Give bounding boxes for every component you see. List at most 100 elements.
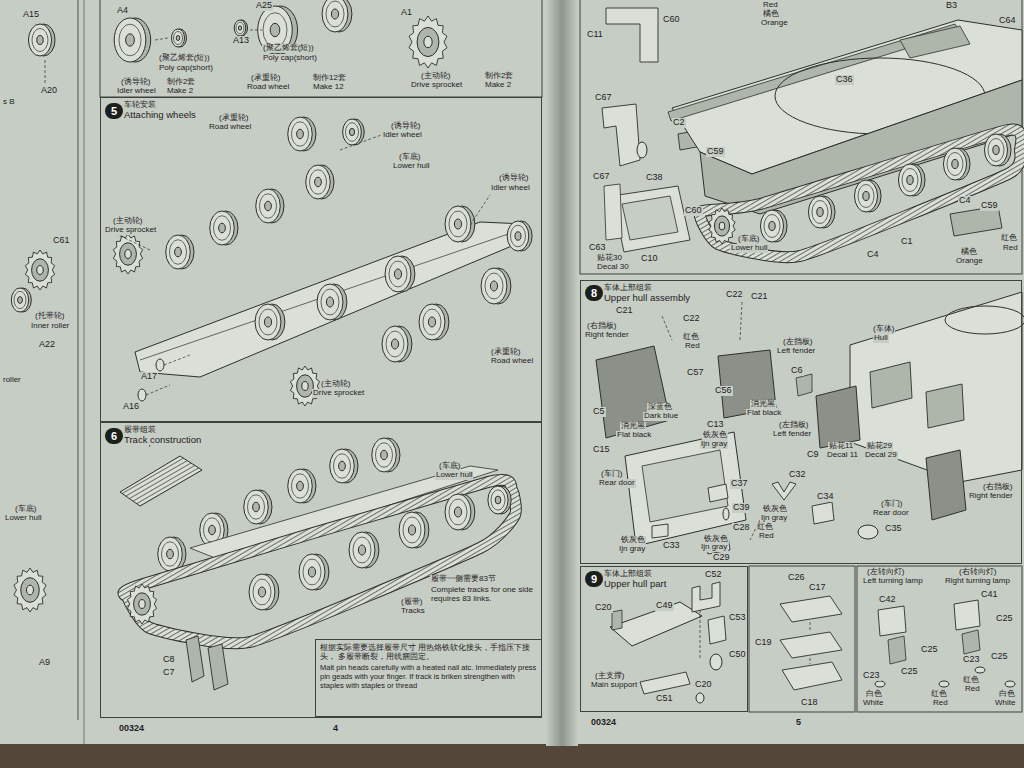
step-number: 6 bbox=[105, 428, 123, 444]
part-label: Drive sprocket bbox=[410, 81, 463, 90]
part-label: Left fender bbox=[776, 347, 816, 356]
part-number: C64 bbox=[998, 16, 1017, 26]
part-label: (承重轮) bbox=[250, 74, 281, 83]
part-number: C59 bbox=[980, 201, 999, 211]
part-label: Red bbox=[964, 685, 981, 694]
part-number: C7 bbox=[162, 668, 176, 678]
step-number-text: 6 bbox=[105, 428, 123, 444]
step-heading-cn: 履带组装 bbox=[123, 426, 157, 435]
part-number: A20 bbox=[40, 86, 58, 96]
part-label: 红色 bbox=[682, 333, 700, 342]
part-label: Ijn gray bbox=[700, 543, 728, 552]
part-label: Orange bbox=[955, 257, 984, 266]
part-label: Flat black bbox=[746, 409, 782, 418]
part-number: C57 bbox=[686, 368, 705, 378]
part-number: A15 bbox=[22, 10, 40, 20]
part-label: Ijn gray bbox=[700, 440, 728, 449]
part-label: (聚乙烯套(短)) bbox=[158, 54, 211, 63]
part-label: (车门) bbox=[600, 470, 623, 479]
step-number-text: 8 bbox=[585, 285, 603, 301]
part-number: C21 bbox=[750, 292, 769, 302]
part-label: 贴花30 bbox=[596, 254, 623, 263]
part-label: Make 2 bbox=[166, 87, 194, 96]
part-number: C6 bbox=[790, 366, 804, 376]
part-number: C59 bbox=[706, 147, 725, 157]
part-label: Red bbox=[758, 532, 775, 541]
part-label: White bbox=[862, 699, 884, 708]
part-label: (主动轮) bbox=[112, 217, 143, 226]
part-number: A4 bbox=[116, 6, 129, 16]
part-number: C13 bbox=[706, 420, 725, 430]
part-number: C21 bbox=[615, 306, 634, 316]
part-number: C52 bbox=[704, 570, 723, 580]
part-label: Left turning lamp bbox=[862, 577, 924, 586]
part-number: C10 bbox=[640, 254, 659, 264]
part-number: A22 bbox=[38, 340, 56, 350]
part-number: C25 bbox=[900, 667, 919, 677]
step-heading-cn: 车体上部组装 bbox=[603, 284, 653, 293]
part-label: Inner roller bbox=[30, 322, 70, 331]
part-label: Poly cap(short) bbox=[158, 64, 214, 73]
page-number: 00324 bbox=[590, 718, 617, 728]
part-number: C9 bbox=[806, 450, 820, 460]
part-number: C67 bbox=[592, 172, 611, 182]
part-label: (车底) bbox=[14, 505, 37, 514]
part-label: (聚乙烯套(短)) bbox=[262, 44, 315, 53]
part-label: Right fender bbox=[968, 492, 1014, 501]
part-label: 履带一侧需要83节 bbox=[430, 575, 497, 584]
part-number: C63 bbox=[588, 243, 607, 253]
part-number: C23 bbox=[962, 655, 981, 665]
part-number: A16 bbox=[122, 402, 140, 412]
part-number: C20 bbox=[594, 603, 613, 613]
part-label: Idler wheel bbox=[116, 87, 157, 96]
part-label: Main support bbox=[590, 681, 638, 690]
part-label: (托带轮) bbox=[34, 312, 65, 321]
part-number: C49 bbox=[655, 601, 674, 611]
part-number: C18 bbox=[800, 698, 819, 708]
part-label: 白色 bbox=[998, 690, 1016, 699]
part-label: Red bbox=[932, 699, 949, 708]
part-number: C22 bbox=[725, 290, 744, 300]
part-label: Tracks bbox=[400, 607, 426, 616]
part-number: C61 bbox=[52, 236, 71, 246]
part-number: C60 bbox=[662, 15, 681, 25]
part-number: C33 bbox=[662, 541, 681, 551]
part-label: Idler wheel bbox=[490, 184, 531, 193]
part-label: (主支撑) bbox=[594, 672, 625, 681]
step-panel: 车轮安装Attaching wheels5 bbox=[100, 97, 542, 422]
part-label: Left fender bbox=[772, 430, 812, 439]
part-label: 铁灰色 bbox=[620, 536, 646, 545]
part-label: 橘色 bbox=[960, 248, 978, 257]
part-number: C1 bbox=[900, 237, 914, 247]
part-label: (车门) bbox=[880, 500, 903, 509]
part-label: (诱导轮) bbox=[390, 122, 421, 131]
part-number: C38 bbox=[645, 173, 664, 183]
part-label: (主动轮) bbox=[420, 72, 451, 81]
part-label: (车体) bbox=[872, 325, 895, 334]
part-label: (左挡板) bbox=[782, 338, 813, 347]
part-label: Ijn gray bbox=[760, 514, 788, 523]
part-label: 橘色 bbox=[762, 10, 780, 19]
part-label: Poly cap(short) bbox=[262, 54, 318, 63]
part-number: C4 bbox=[958, 196, 972, 206]
part-number: C11 bbox=[586, 30, 604, 40]
part-label: Lower hull bbox=[4, 514, 42, 523]
part-label: 红色 bbox=[930, 690, 948, 699]
part-label: (诱导轮) bbox=[120, 78, 151, 87]
part-label: Dark blue bbox=[643, 412, 679, 421]
part-number: C17 bbox=[808, 583, 827, 593]
part-number: C60 bbox=[684, 206, 703, 216]
part-number: C53 bbox=[728, 613, 747, 623]
part-number: C39 bbox=[732, 503, 751, 513]
part-label: Lower hull bbox=[392, 162, 430, 171]
step-heading-cn: 车体上部组装 bbox=[603, 570, 653, 579]
part-number: A9 bbox=[38, 658, 51, 668]
part-number: C67 bbox=[594, 93, 613, 103]
part-label: 贴花29 bbox=[866, 442, 893, 451]
note-box: 根据实际需要选择履带尺寸 用热烙铁软化接头，手指压下接头， 多履带断裂，用线捆固… bbox=[315, 639, 542, 717]
part-number: A17 bbox=[140, 372, 158, 382]
part-label: 制作2套 bbox=[166, 78, 196, 87]
part-number: B3 bbox=[945, 1, 958, 11]
part-number: C42 bbox=[878, 595, 897, 605]
part-label: Right fender bbox=[584, 331, 630, 340]
